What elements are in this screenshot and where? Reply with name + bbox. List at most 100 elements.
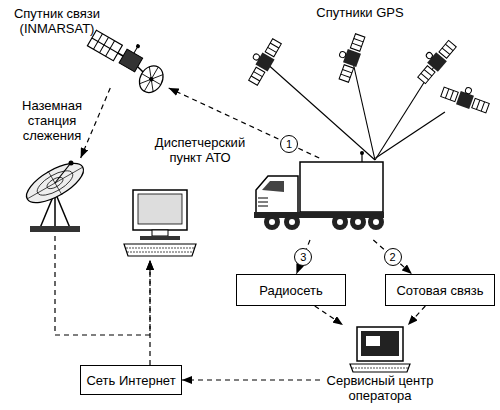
node-label: Спутники GPS (290, 5, 430, 20)
computer-node: Диспетчерский пункт АТО (125, 185, 195, 260)
truck (256, 176, 298, 214)
gps-satellite (481, 102, 484, 111)
dashed-arrow (182, 379, 320, 380)
truck (289, 219, 295, 225)
box-label: Радиосеть (259, 283, 323, 298)
computer (152, 230, 168, 236)
truck (350, 214, 366, 230)
gps-satellite (251, 76, 260, 81)
dashed-arrow (373, 240, 412, 274)
truck (269, 219, 275, 225)
gps-satellite (350, 34, 365, 52)
dashed-arrow (149, 260, 150, 365)
gps-satellite (456, 91, 474, 109)
communication-satellite (148, 76, 154, 82)
dish-antenna (55, 164, 70, 183)
dish-antenna (21, 156, 89, 211)
gps-satellite (252, 53, 260, 61)
callout-number: 3 (294, 248, 312, 266)
computer (357, 327, 403, 361)
communication-satellite (139, 67, 163, 92)
computer (361, 331, 399, 356)
gps-satellite (412, 35, 458, 85)
satellite-node: Спутник связи (INMARSAT) (5, 3, 170, 88)
gps-satellite (242, 35, 283, 87)
gps-signal-line (265, 62, 375, 160)
node-label: Спутник связи (INMARSAT) (7, 6, 107, 36)
gps-satellite (439, 40, 456, 58)
communication-satellite (139, 67, 163, 92)
truck (360, 151, 364, 155)
dish-antenna (21, 156, 89, 232)
computer (124, 190, 196, 256)
gps-signal-line (352, 58, 375, 160)
communication-satellite (144, 67, 158, 91)
computer (140, 236, 180, 240)
dish-antenna (55, 192, 70, 228)
station-node: Наземная станция слежения (10, 158, 100, 236)
truck (258, 198, 268, 199)
computer-node: Сервисный центр оператора (320, 325, 440, 410)
node-label: Наземная станция слежения (2, 98, 102, 143)
gps-satellite (445, 89, 448, 98)
signal-line (376, 112, 445, 158)
node-label: Диспетчерский пункт АТО (145, 135, 255, 165)
computer (138, 194, 182, 224)
gps-satellite (424, 70, 432, 76)
communication-satellite (135, 62, 168, 97)
computer (133, 190, 187, 230)
gps-satellite (354, 38, 363, 41)
gps-satellite (465, 87, 473, 95)
communication-satellite (92, 38, 118, 53)
computer (352, 368, 408, 369)
process-box: Радиосеть (236, 274, 346, 306)
dish-antenna (69, 161, 74, 166)
truck (258, 202, 268, 203)
gps-satellite (343, 69, 352, 72)
computer (350, 327, 410, 372)
gps-satellite (270, 43, 279, 48)
gps-satellite (476, 100, 479, 109)
gps-satellite (254, 72, 263, 77)
gps-satellite (343, 49, 361, 67)
gps-satellite (332, 31, 367, 83)
gps-satellite (339, 65, 354, 83)
gps-signal-line (375, 62, 437, 160)
dashed-arrow (55, 236, 150, 335)
gps-satellite (441, 87, 459, 102)
dish-antenna (30, 226, 80, 232)
node-label: Сервисный центр оператора (320, 373, 440, 403)
gps-satellite (421, 73, 429, 79)
truck (284, 214, 300, 230)
communication-satellite (142, 74, 161, 85)
process-box: Сотовая связь (385, 274, 495, 306)
gps-satellite (352, 43, 361, 46)
computer (124, 244, 196, 256)
truck (258, 206, 268, 207)
truck (373, 219, 379, 225)
communication-satellite (135, 43, 140, 48)
truck-node (250, 158, 385, 240)
truck (262, 181, 284, 192)
gps-satellite (339, 51, 347, 59)
truck (368, 214, 384, 230)
gps-satellite (445, 44, 453, 50)
box-label: Сеть Интернет (86, 373, 175, 388)
gps-satellite (265, 39, 281, 57)
callout-number: 1 (280, 135, 298, 153)
truck (300, 162, 383, 212)
gps-satellite (425, 51, 433, 59)
truck (332, 214, 348, 230)
communication-satellite (134, 47, 138, 53)
communication-satellite (82, 22, 173, 96)
truck (337, 219, 343, 225)
gps-satellite (268, 47, 277, 52)
gps-satellite (341, 74, 350, 77)
gps-satellite (249, 67, 265, 85)
truck (361, 154, 362, 162)
dashed-arrow (81, 88, 111, 158)
gps-satellite (442, 48, 450, 54)
gps-satellite (450, 91, 453, 100)
computer (350, 364, 410, 372)
